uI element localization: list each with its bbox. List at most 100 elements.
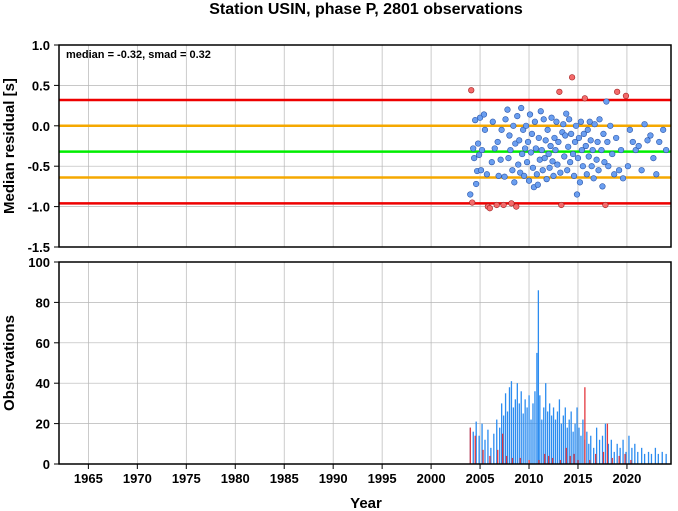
residual-y-tick-label: -1.5 (28, 240, 50, 255)
residual-point (562, 132, 569, 139)
residual-point (563, 110, 570, 117)
residual-point (656, 138, 663, 146)
residual-point (566, 116, 573, 123)
observation-count-bar (490, 447, 492, 464)
residual-point (611, 171, 618, 178)
residual-point (585, 153, 592, 160)
outlier-count-bar (544, 453, 546, 464)
residual-point (533, 171, 540, 178)
residual-point (511, 179, 518, 186)
residual-point (626, 126, 633, 133)
residual-point (521, 172, 528, 179)
residual-point (638, 167, 645, 174)
residual-point (517, 169, 524, 176)
residual-point (555, 138, 562, 146)
observation-count-bar (576, 407, 578, 464)
outlier-count-bar (511, 457, 514, 464)
residual-point (475, 151, 483, 158)
residual-point (488, 159, 495, 166)
outlier-count-bar (474, 435, 476, 464)
residual-point (512, 140, 519, 147)
residual-point (528, 130, 536, 137)
residual-point (494, 138, 501, 146)
outlier-count-bar (630, 459, 632, 464)
residual-y-tick-label: 0.5 (32, 78, 50, 93)
outlier-count-bar (519, 457, 521, 464)
residual-point (660, 126, 667, 133)
residual-point (601, 159, 608, 166)
observation-count-bar (568, 419, 570, 464)
residual-point (519, 150, 526, 158)
residual-point (548, 114, 555, 121)
residual-point (641, 121, 648, 128)
residual-point (481, 126, 489, 133)
observation-count-bar (543, 407, 545, 464)
observation-count-bar (504, 393, 507, 464)
observation-count-bar (650, 453, 653, 464)
observation-count-bar (634, 443, 636, 464)
observation-count-bar (595, 427, 598, 464)
residual-point (617, 146, 625, 154)
residual-point (564, 167, 571, 174)
chart-title: Station USIN, phase P, 2801 observations (209, 1, 523, 18)
observations-bars (469, 290, 667, 464)
residual-y-tick-label: 1.0 (32, 38, 50, 53)
observation-count-bar (537, 290, 540, 464)
residual-panel: 1.00.50.0-0.5-1.0-1.5 median = -0.32, sm… (1, 38, 672, 255)
observation-count-bar (500, 403, 503, 464)
residual-point (473, 180, 480, 188)
year-tick-label: 1965 (74, 471, 103, 486)
residual-point (605, 163, 612, 170)
residual-point (560, 121, 567, 128)
residual-point (510, 122, 517, 129)
outlier-count-bar (501, 433, 504, 464)
outlier-count-bar (482, 449, 484, 464)
observation-count-bar (622, 439, 624, 464)
residual-frame (58, 44, 672, 248)
residual-point (578, 146, 585, 154)
observation-count-bar (506, 411, 509, 464)
observation-count-bar (641, 447, 643, 464)
residual-point (635, 142, 642, 150)
residual-point (521, 145, 529, 152)
residual-point (501, 173, 508, 180)
observation-count-bar (552, 407, 555, 464)
observation-count-bar (502, 415, 505, 464)
residual-point (543, 176, 550, 183)
observation-count-bar (578, 427, 580, 464)
residual-point (647, 132, 654, 139)
stats-annotation: median = -0.32, smad = 0.32 (66, 49, 211, 61)
outlier-count-bar (595, 453, 597, 464)
residual-point (604, 138, 611, 146)
observation-count-bar (665, 453, 667, 464)
observation-count-bar (524, 399, 526, 464)
observations-y-tick-label: 80 (36, 295, 50, 310)
residual-point (506, 132, 513, 139)
residual-point (522, 122, 530, 129)
outlier-count-bar (548, 455, 550, 464)
observation-count-bar (564, 407, 566, 464)
residual-point (480, 111, 488, 118)
residual-point (529, 164, 537, 171)
observation-count-bar (472, 431, 474, 464)
outlier-count-bar (624, 453, 626, 464)
residual-point (573, 191, 581, 198)
observation-count-bar (487, 429, 489, 464)
observation-count-bar (616, 443, 618, 464)
residual-point (516, 137, 523, 144)
outlier-count-bar (565, 447, 567, 464)
outlier-count-bar (528, 459, 530, 464)
outlier-point (486, 205, 493, 212)
outlier-count-bar (589, 459, 591, 464)
residual-point (568, 130, 575, 137)
observation-count-bar (534, 391, 536, 464)
observation-count-bar (499, 427, 501, 464)
outlier-count-bar (602, 451, 605, 464)
year-tick-label: 2020 (612, 471, 641, 486)
residual-point (588, 163, 595, 170)
outlier-point (558, 201, 565, 209)
observation-count-bar (545, 383, 547, 464)
residual-point (596, 116, 603, 123)
observation-count-bar (657, 453, 659, 464)
